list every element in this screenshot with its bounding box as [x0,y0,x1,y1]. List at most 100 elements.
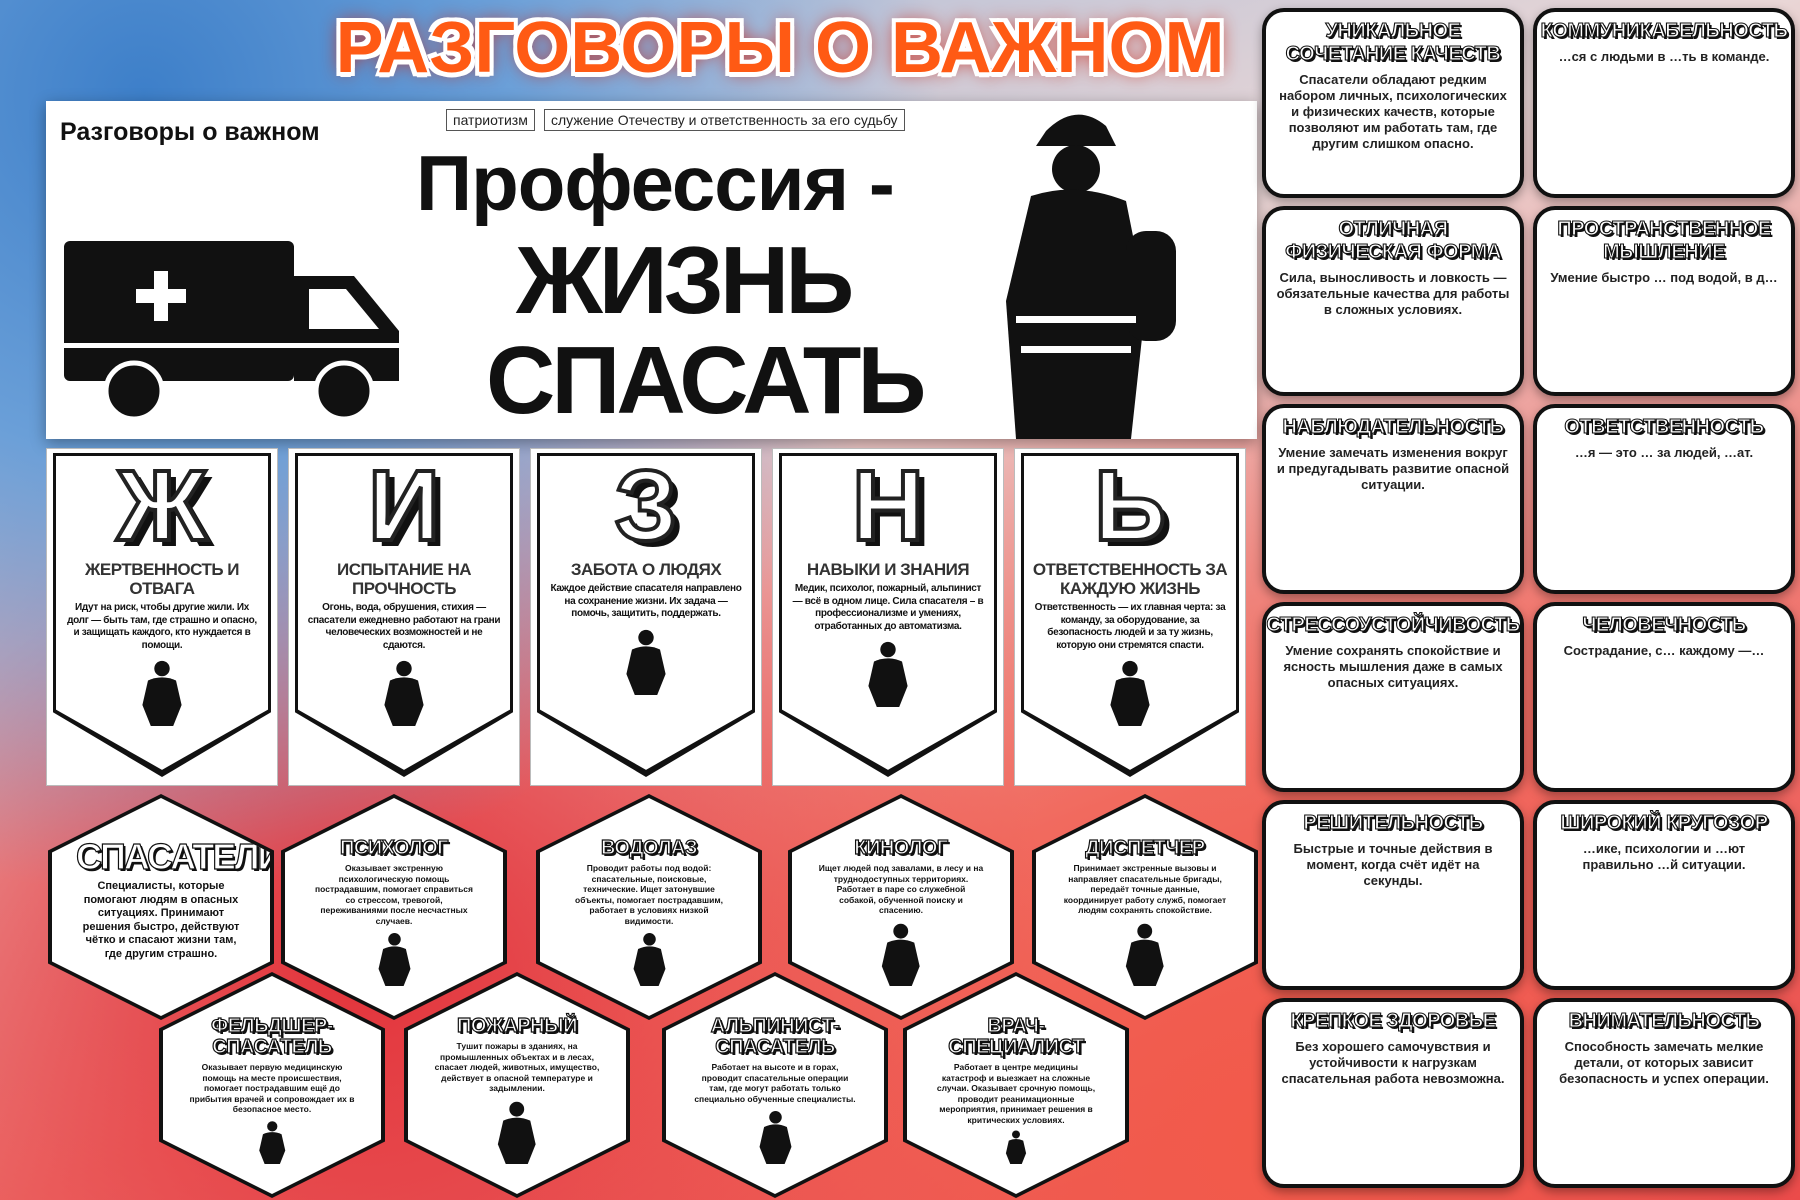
card-title: ИСПЫТАНИЕ НА ПРОЧНОСТЬ [336,560,472,598]
quality-title: ПРОСТРАНСТВЕННОЕ МЫШЛЕНИЕ [1557,217,1772,263]
card-text: Идут на риск, чтобы другие жили. Их долг… [67,602,257,651]
quality-card: ПРОСТРАНСТВЕННОЕ МЫШЛЕНИЕ Умение быстро …… [1533,206,1795,396]
hex-title: АЛЬПИНИСТ-СПАСАТЕЛЬ [710,1015,840,1058]
hex-text: Оказывает первую медицинскую помощь на м… [189,1062,355,1114]
quality-title: ЧЕЛОВЕЧНОСТЬ [1582,613,1747,636]
quality-text: Умение быстро … под водой, в д… [1550,270,1778,285]
quality-card: КОММУНИКАБЕЛЬНОСТЬ …ся с людьми в …ть в к… [1533,8,1795,198]
fire-icon [434,1097,600,1164]
hex-text: Принимает экстренные вызовы и направляет… [1063,863,1227,915]
tag-service: служение Отечеству и ответственность за … [544,109,905,131]
quality-text: Способность замечать мелкие детали, от к… [1559,1039,1769,1086]
card-title: ЖЕРТВЕННОСТЬ И ОТВАГА [85,560,240,598]
quality-text: Умение сохранять спокойствие и ясность м… [1283,643,1503,690]
card-text: Каждое действие спасателя направлено на … [550,583,742,619]
quality-card: СТРЕССОУСТОЙЧИВОСТЬ Умение сохранять спок… [1262,602,1524,792]
doctor-icon [933,1128,1099,1164]
hex-text: Оказывает экстренную психологическую пом… [315,863,473,926]
banner-word-save: СПАСАТЬ [486,327,926,434]
hex-text: Работает на высоте и в горах, проводит с… [694,1062,856,1104]
banner-logo: Разговоры о важном [60,118,320,146]
quality-card: ОТВЕТСТВЕННОСТЬ …я — это … за людей, …ат. [1533,404,1795,594]
card-letter: Ь [1092,450,1168,562]
card-text: Медик, психолог, пожарный, альпинист — в… [792,583,984,632]
card-title: ОТВЕТСТВЕННОСТЬ ЗА КАЖДУЮ ЖИЗНЬ [1032,560,1228,598]
hex-text: Работает в центре медицины катастроф и в… [936,1062,1096,1125]
quality-text: Спасатели обладают редким набором личных… [1279,72,1507,151]
firefighter-icon [306,656,502,770]
card-letter: И [366,450,442,562]
card-title: НАВЫКИ И ЗНАНИЯ [806,560,970,579]
card-text: Огонь, вода, обрушения, стихия — спасате… [307,602,501,651]
hex-text: Тушит пожары в зданиях, на промышленных … [434,1041,600,1093]
banner-heading: Профессия - [416,139,895,227]
quality-text: Сила, выносливость и ловкость — обязател… [1276,270,1510,317]
card-text: Ответственность — их главная черта: за к… [1034,602,1226,651]
card-letter: Ж [115,450,209,562]
diver-icon [566,929,732,986]
climber-icon [692,1107,858,1164]
quality-title: ВНИМАТЕЛЬНОСТЬ [1568,1009,1760,1032]
quality-text: …ике, психологии и …ют правильно …й ситу… [1582,841,1746,872]
dog-handler-icon [818,919,984,986]
quality-card: НАБЛЮДАТЕЛЬНОСТЬ Умение замечать изменени… [1262,404,1524,594]
hexagon-7: ПОЖАРНЫЙ Тушит пожары в зданиях, на промы… [404,972,630,1198]
quality-title: ОТВЕТСТВЕННОСТЬ [1564,415,1765,438]
quality-title: СТРЕССОУСТОЙЧИВОСТЬ [1266,613,1521,636]
hex-text: Специалисты, которые помогают людям в оп… [82,880,240,960]
psychologist-icon [311,929,477,986]
ambulance-icon [64,241,399,422]
card-title: ЗАБОТА О ЛЮДЯХ [570,560,722,579]
quality-text: …я — это … за людей, …ат. [1574,445,1754,460]
hex-text: Проводит работы под водой: спасательные,… [575,863,723,926]
hex-face: ПОЖАРНЫЙ Тушит пожары в зданиях, на промы… [408,976,626,1194]
globe-rescue-icon [548,625,744,770]
team-pyramid-icon [1032,656,1228,770]
quality-title: РЕШИТЕЛЬНОСТЬ [1303,811,1484,834]
hex-title: ПОЖАРНЫЙ [456,1015,578,1037]
kneeling-rescuer-icon [790,637,986,770]
quality-card: РЕШИТЕЛЬНОСТЬ Быстрые и точные действия в… [1262,800,1524,990]
quality-card: УНИКАЛЬНОЕ СОЧЕТАНИЕ КАЧЕСТВ Спасатели об… [1262,8,1524,198]
quality-text: Без хорошего самочувствия и устойчивости… [1281,1039,1505,1086]
quality-title: НАБЛЮДАТЕЛЬНОСТЬ [1282,415,1505,438]
quality-text: Умение замечать изменения вокруг и преду… [1276,445,1510,492]
ambulance-icon [189,1118,355,1164]
diver-icon [64,656,260,770]
quality-text: Быстрые и точные действия в момент, когд… [1293,841,1493,888]
quality-title: УНИКАЛЬНОЕ СОЧЕТАНИЕ КАЧЕСТВ [1285,19,1501,65]
banner: Разговоры о важном патриотизм служение О… [46,101,1257,439]
quality-card: ШИРОКИЙ КРУГОЗОР…ике, психологии и …ют п… [1533,800,1795,990]
dispatcher-icon [1062,919,1228,986]
quality-title: КОММУНИКАБЕЛЬНОСТЬ [1540,19,1788,42]
hex-title: СПАСАТЕЛИ [75,836,282,877]
quality-text: …ся с людьми в …ть в команде. [1558,49,1770,64]
quality-card: ВНИМАТЕЛЬНОСТЬ Способность замечать мелки… [1533,998,1795,1188]
card-letter: З [613,450,680,562]
